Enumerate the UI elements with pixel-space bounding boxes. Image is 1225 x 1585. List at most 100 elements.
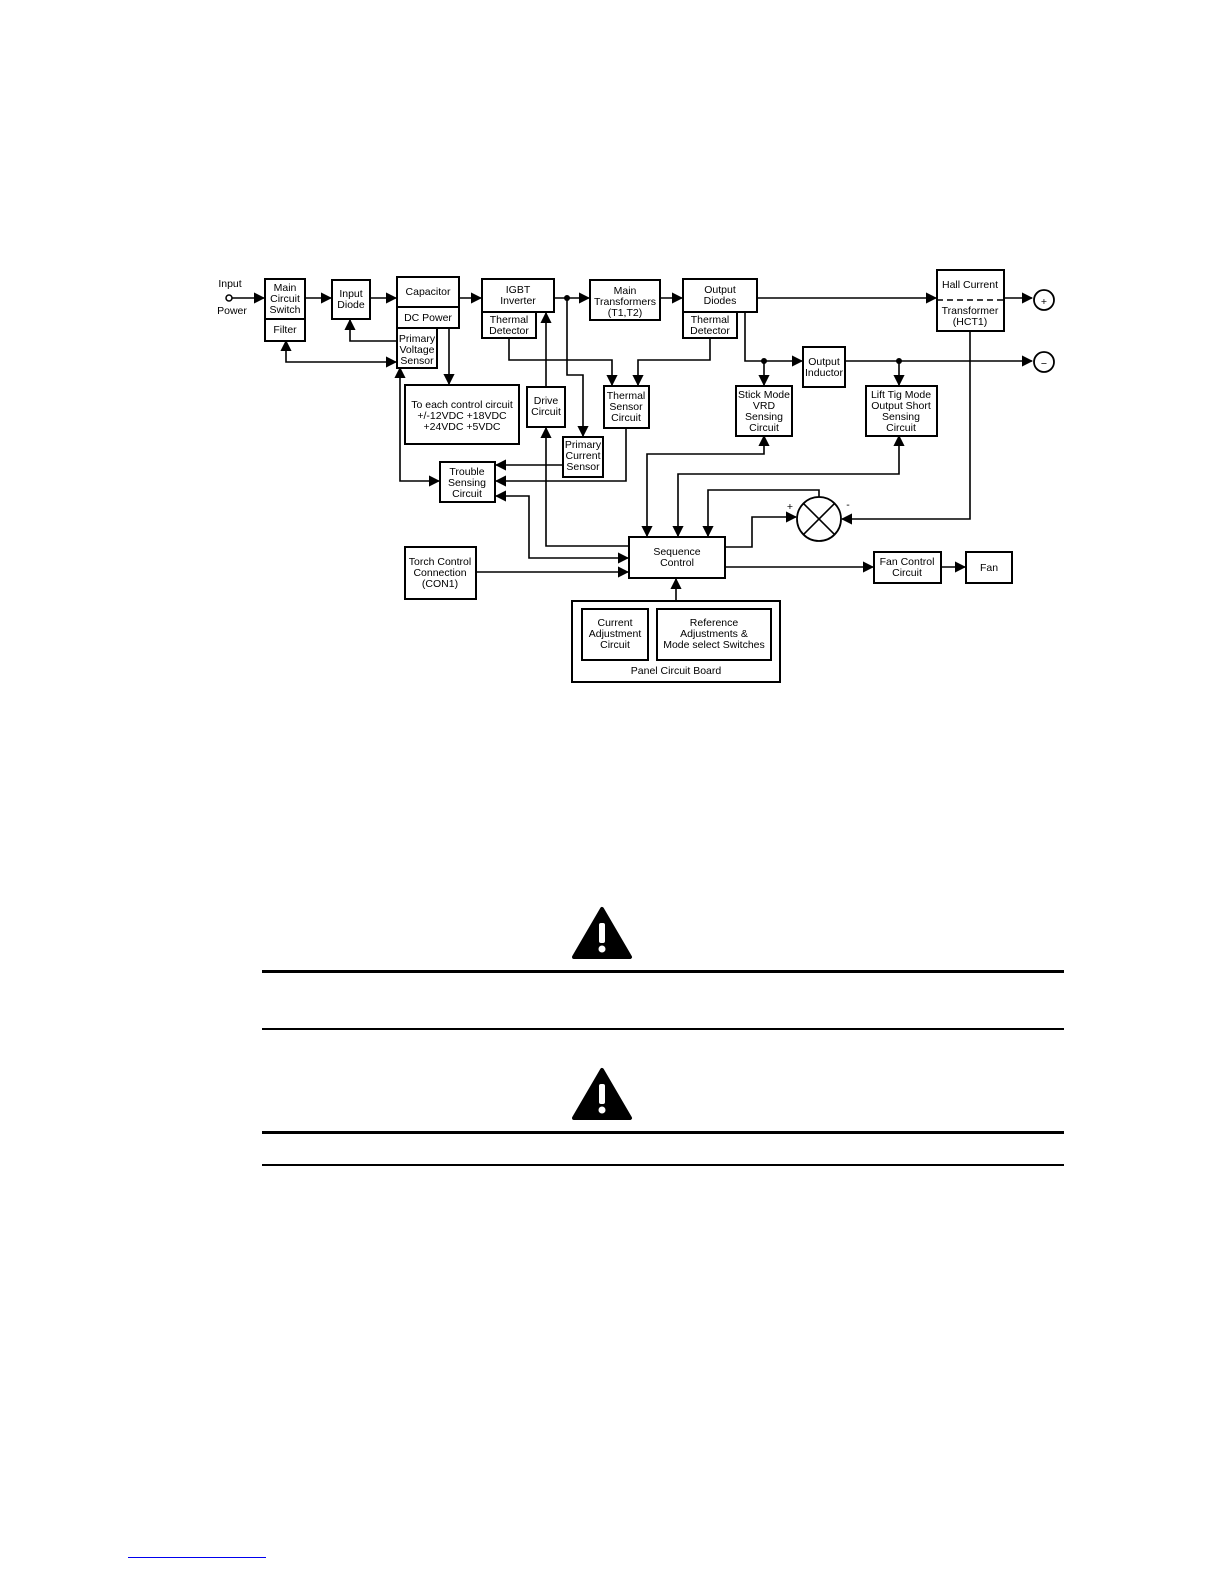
warning-top-rule — [262, 970, 1064, 973]
main-switch-label-2: Switch — [270, 304, 301, 316]
thermal-sensor-circuit-label-1: Sensor — [609, 401, 643, 413]
caution-top-rule — [262, 1131, 1064, 1134]
reference-adjustments-box — [656, 608, 772, 661]
lift-tig-mode-label-1: Output Short — [871, 400, 931, 412]
wire-sequence-to-comparator — [725, 511, 798, 548]
torch-control-label-1: Connection — [413, 567, 466, 579]
stick-mode-vrd-label-0: Stick Mode — [738, 389, 790, 401]
thermal-detector-2-box — [682, 311, 738, 339]
lift-tig-mode-label-0: Lift Tig Mode — [871, 389, 931, 401]
igbt-inverter-label-1: Inverter — [500, 295, 536, 307]
stick-mode-vrd-label-3: Circuit — [749, 422, 779, 434]
wire-thermal1-to-sensor — [508, 338, 618, 387]
primary-voltage-sensor-label-2: Sensor — [400, 355, 434, 367]
output-diodes-label-0: Output — [704, 284, 736, 296]
igbt-inverter-box — [481, 278, 555, 313]
wire-comparator-to-sequence — [702, 489, 820, 538]
fan-label-0: Fan — [980, 562, 998, 574]
primary-voltage-sensor-label-1: Voltage — [399, 344, 434, 356]
capacitor-label-0: Capacitor — [406, 286, 451, 298]
thermal-sensor-circuit-label-0: Thermal — [607, 390, 646, 402]
dc-power-label-0: DC Power — [404, 312, 452, 324]
control-circuit-supply-label-0: To each control circuit — [411, 399, 513, 411]
trouble-sensing-label-1: Sensing — [448, 477, 486, 489]
input-terminal — [225, 294, 233, 302]
reference-adjustments-label-0: Reference — [690, 617, 739, 629]
comparator-plus: + — [787, 501, 793, 513]
lift-tig-mode-label-2: Sensing — [882, 411, 920, 423]
thermal-detector-2-label-1: Detector — [690, 325, 730, 337]
diagram-labels: MainCircuitSwitchFilterInputDiodeCapacit… — [217, 278, 1047, 677]
caution-bottom-rule — [262, 1164, 1064, 1166]
wire-sensor-to-input-diode — [344, 318, 397, 342]
wire-vrd-to-sequence — [641, 434, 770, 538]
drive-circuit-label-1: Circuit — [531, 406, 561, 418]
reference-adjustments-label-2: Mode select Switches — [663, 639, 765, 651]
trouble-sensing-box — [439, 461, 496, 503]
wire-diodes-to-inductor — [744, 312, 804, 367]
output-inductor-label-0: Output — [808, 356, 840, 368]
wire-lift-tig-to-sequence — [672, 434, 905, 538]
current-adjustment-label-1: Adjustment — [589, 628, 642, 640]
main-switch-label-0: Main — [274, 282, 297, 294]
thermal-detector-1-label-0: Thermal — [490, 314, 529, 326]
output-inductor-box — [802, 346, 846, 388]
control-circuit-supply-label-1: +/-12VDC +18VDC — [417, 410, 507, 422]
sequence-control-label-0: Sequence — [653, 546, 700, 558]
primary-voltage-sensor-label-0: Primary — [399, 333, 436, 345]
warning-bottom-rule — [262, 1028, 1064, 1030]
negative-terminal-sign: − — [1041, 358, 1047, 370]
warning-icon — [572, 907, 632, 959]
thermal-detector-1-box — [481, 311, 537, 339]
drive-circuit-label-0: Drive — [534, 395, 559, 407]
torch-control-label-0: Torch Control — [409, 556, 471, 568]
igbt-inverter-label-0: IGBT — [506, 284, 531, 296]
torch-control-box — [404, 546, 477, 600]
wire-hct-feedback — [840, 331, 971, 525]
current-adjustment-label-0: Current — [597, 617, 632, 629]
thermal-sensor-circuit-box — [603, 385, 650, 429]
trouble-sensing-label-2: Circuit — [452, 488, 482, 500]
trouble-sensing-label-0: Trouble — [449, 466, 484, 478]
primary-current-sensor-label-0: Primary — [565, 439, 602, 451]
hall-current-label-1: Transformer — [942, 305, 999, 317]
wire-trouble-to-sequence — [494, 490, 630, 564]
main-transformers-label-0: Main — [614, 285, 637, 297]
panel-board-label-0: Panel Circuit Board — [631, 665, 722, 677]
thermal-detector-1-label-1: Detector — [489, 325, 529, 337]
current-adjustment-label-2: Circuit — [600, 639, 630, 651]
main-transformers-label-1: Transformers — [594, 296, 656, 308]
stick-mode-vrd-label-2: Sensing — [745, 411, 783, 423]
wire-thermal-sensor-to-trouble — [494, 428, 627, 487]
filter-label-0: Filter — [273, 324, 297, 336]
wire-sensor-to-trouble — [394, 366, 441, 487]
hall-current-label-2: (HCT1) — [953, 316, 987, 328]
wire-igbt-to-primary-current — [566, 298, 589, 438]
wire-filter-voltage-sensor — [280, 339, 398, 368]
input-diode-box — [331, 279, 371, 320]
hall-current-label-0: Hall Current — [942, 279, 998, 291]
footnote-separator — [128, 1557, 266, 1558]
fan-control-label-0: Fan Control — [880, 556, 935, 568]
wire-sequence-to-drive — [540, 426, 628, 547]
power-label: Power — [217, 305, 247, 317]
primary-current-sensor-box — [562, 436, 604, 478]
positive-terminal-icon — [1033, 289, 1055, 311]
thermal-sensor-circuit-label-2: Circuit — [611, 412, 641, 424]
wire-thermal2-to-sensor — [632, 338, 711, 387]
stick-mode-vrd-label-1: VRD — [753, 400, 776, 412]
control-circuit-supply-label-2: +24VDC +5VDC — [423, 421, 500, 433]
main-switch-label-1: Circuit — [270, 293, 300, 305]
lift-tig-mode-label-3: Circuit — [886, 422, 916, 434]
reference-adjustments-label-1: Adjustments & — [680, 628, 748, 640]
main-transformers-label-2: (T1,T2) — [608, 307, 642, 319]
current-adjustment-box — [581, 608, 649, 661]
thermal-detector-2-label-0: Thermal — [691, 314, 730, 326]
input-label: Input — [218, 278, 241, 290]
caution-icon — [572, 1068, 632, 1120]
input-diode-label-1: Diode — [337, 299, 365, 311]
primary-current-sensor-label-1: Current — [565, 450, 600, 462]
primary-current-sensor-label-2: Sensor — [566, 461, 600, 473]
negative-terminal-icon — [1033, 351, 1055, 373]
